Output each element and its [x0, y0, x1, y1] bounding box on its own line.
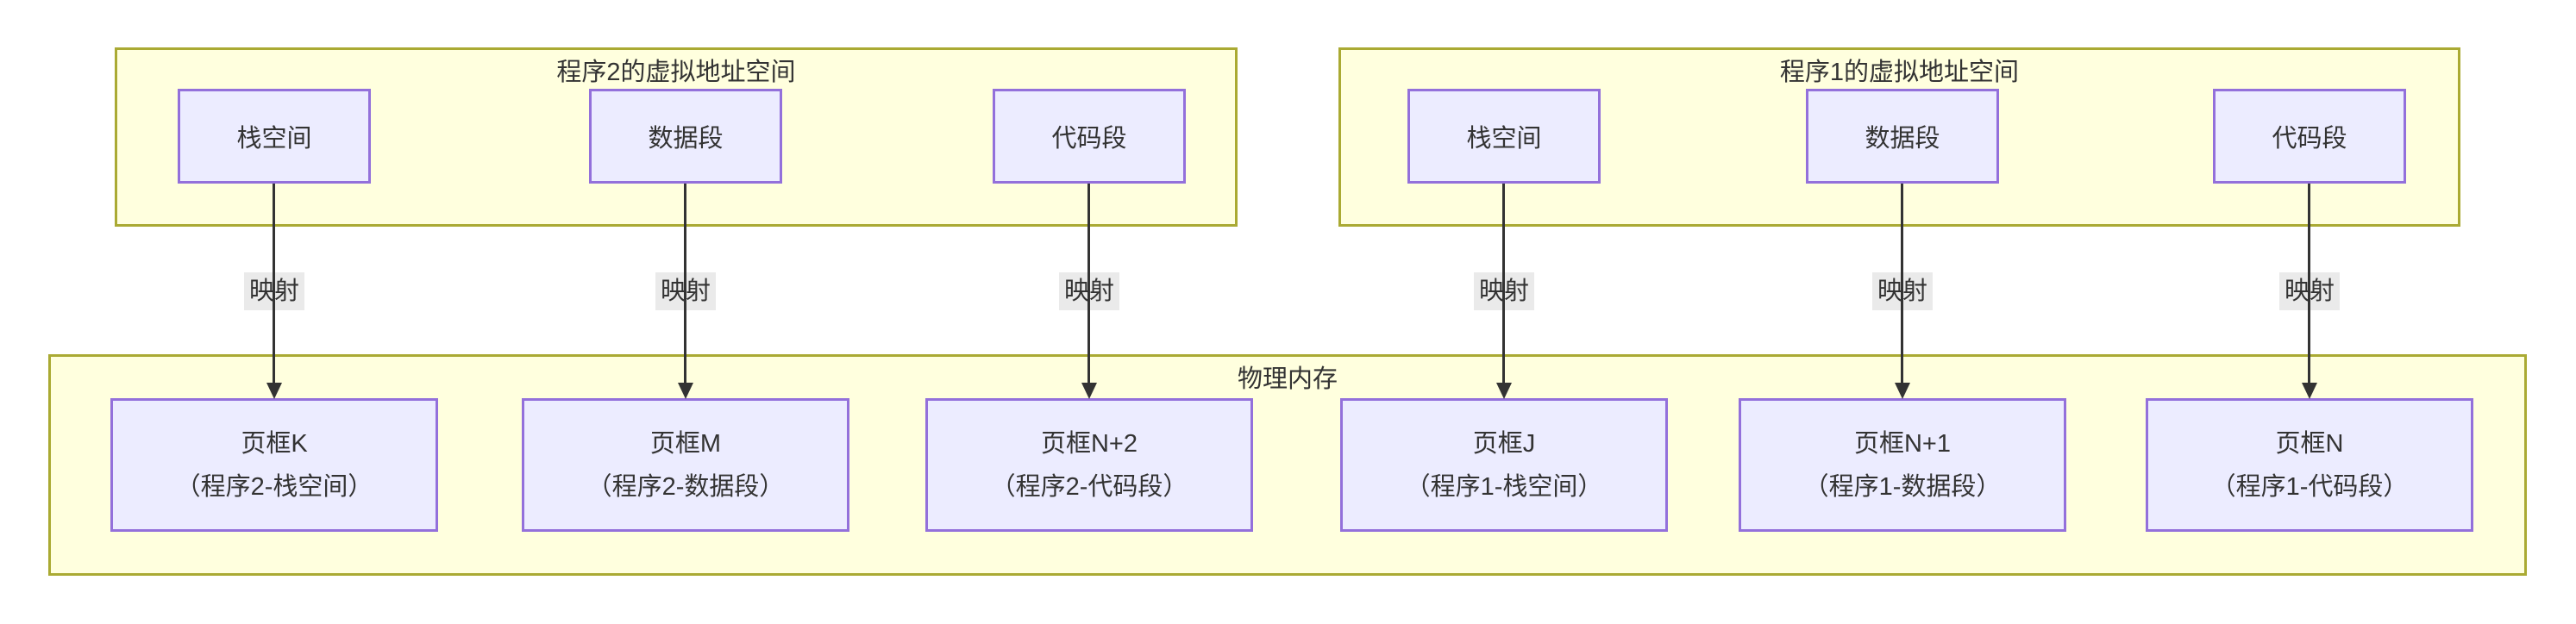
frame-origin: （程序2-代码段） [990, 472, 1188, 501]
node-p1-data: 数据段 [1806, 89, 1999, 184]
frame-origin: （程序2-数据段） [586, 472, 785, 501]
node-p2-code: 代码段 [993, 89, 1186, 184]
node-p1-code: 代码段 [2213, 89, 2406, 184]
frame-origin: （程序1-代码段） [2210, 472, 2409, 501]
frame-n: 页框N （程序1-代码段） [2146, 398, 2473, 532]
frame-origin: （程序2-栈空间） [175, 472, 373, 501]
frame-j: 页框J （程序1-栈空间） [1340, 398, 1668, 532]
frame-n-plus-1: 页框N+1 （程序1-数据段） [1739, 398, 2066, 532]
arrow-down-icon [1895, 383, 1910, 399]
node-p2-stack: 栈空间 [178, 89, 371, 184]
node-p1-stack: 栈空间 [1407, 89, 1601, 184]
frame-name: 页框N+2 [1040, 429, 1138, 458]
edge-line [2308, 184, 2310, 384]
cluster-physical-memory-title: 物理内存 [1237, 365, 1338, 393]
frame-name: 页框N+1 [1853, 429, 1951, 458]
cluster-program1-title: 程序1的虚拟地址空间 [1779, 59, 2020, 86]
frame-origin: （程序1-栈空间） [1405, 472, 1603, 501]
edge-line [1901, 184, 1903, 384]
arrow-down-icon [266, 383, 282, 399]
frame-k: 页框K （程序2-栈空间） [110, 398, 438, 532]
arrow-down-icon [2302, 383, 2317, 399]
frame-name: 页框N [2275, 429, 2344, 458]
arrow-down-icon [678, 383, 693, 399]
frame-origin: （程序1-数据段） [1803, 472, 2002, 501]
cluster-physical-memory: 物理内存 [48, 354, 2527, 576]
arrow-down-icon [1081, 383, 1097, 399]
frame-n-plus-2: 页框N+2 （程序2-代码段） [925, 398, 1253, 532]
frame-name: 页框K [241, 429, 308, 458]
edge-line [684, 184, 686, 384]
frame-name: 页框J [1472, 429, 1536, 458]
edge-line [1087, 184, 1090, 384]
arrow-down-icon [1496, 383, 1512, 399]
frame-m: 页框M （程序2-数据段） [522, 398, 849, 532]
edge-line [1502, 184, 1505, 384]
frame-name: 页框M [649, 429, 722, 458]
cluster-program2-title: 程序2的虚拟地址空间 [556, 59, 796, 86]
edge-line [273, 184, 275, 384]
node-p2-data: 数据段 [589, 89, 782, 184]
